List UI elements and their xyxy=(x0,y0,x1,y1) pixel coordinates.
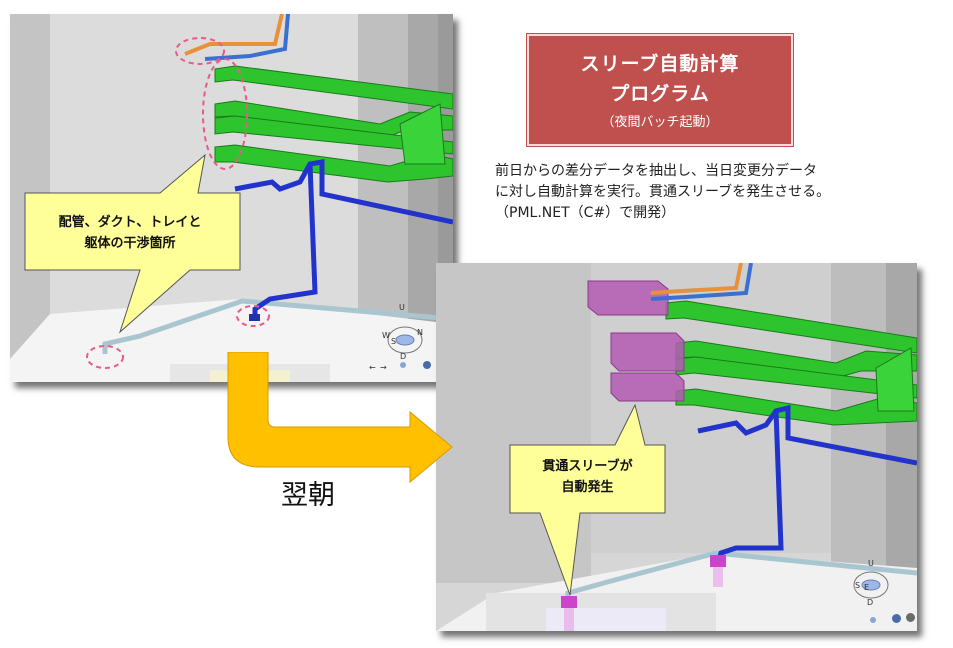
next-morning-arrow xyxy=(227,352,453,484)
callout-interference-line1: 配管、ダクト、トレイと xyxy=(58,215,202,230)
settings-icon[interactable] xyxy=(906,613,915,622)
navcube-south[interactable]: S xyxy=(855,581,861,590)
navcube-north[interactable]: N xyxy=(417,328,423,337)
program-description: 前日からの差分データを抽出し、当日変更分データ に対し自動計算を実行。貫通スリー… xyxy=(495,161,935,224)
nav-dot-icon[interactable] xyxy=(400,362,406,368)
navcube-up[interactable]: U xyxy=(399,303,405,312)
navcube-east[interactable]: E xyxy=(864,583,870,592)
navcube-west[interactable]: W xyxy=(382,331,390,340)
title-line1: スリーブ自動計算 xyxy=(580,53,740,75)
description-line3: （PML.NET（C#）で開発） xyxy=(495,205,676,221)
callout-sleeve-line1: 貫通スリーブが xyxy=(542,459,633,474)
title-line2: プログラム xyxy=(610,83,710,105)
nav-dot-icon[interactable] xyxy=(870,617,876,623)
next-morning-label: 翌朝 xyxy=(281,480,335,511)
navcube-down[interactable]: D xyxy=(867,598,874,607)
globe-icon[interactable] xyxy=(892,614,901,623)
navcube-up[interactable]: U xyxy=(868,559,874,568)
callout-interference-line2: 躯体の干渉箇所 xyxy=(84,236,176,251)
program-title-box: スリーブ自動計算 プログラム （夜間バッチ起動） xyxy=(526,33,794,147)
nav-next-button[interactable]: → xyxy=(380,363,387,372)
callout-sleeve-generated xyxy=(509,403,666,596)
callout-sleeve-line2: 自動発生 xyxy=(561,480,614,495)
description-line2: に対し自動計算を実行。貫通スリーブを発生させる。 xyxy=(495,184,831,200)
navcube-south[interactable]: S xyxy=(391,337,397,346)
nav-prev-button[interactable]: ← xyxy=(369,363,376,372)
navcube-down[interactable]: D xyxy=(400,352,407,361)
globe-icon[interactable] xyxy=(423,361,431,369)
callout-interference xyxy=(24,153,241,334)
description-line1: 前日からの差分データを抽出し、当日変更分データ xyxy=(495,163,817,179)
title-subtitle: （夜間バッチ起動） xyxy=(601,115,719,130)
